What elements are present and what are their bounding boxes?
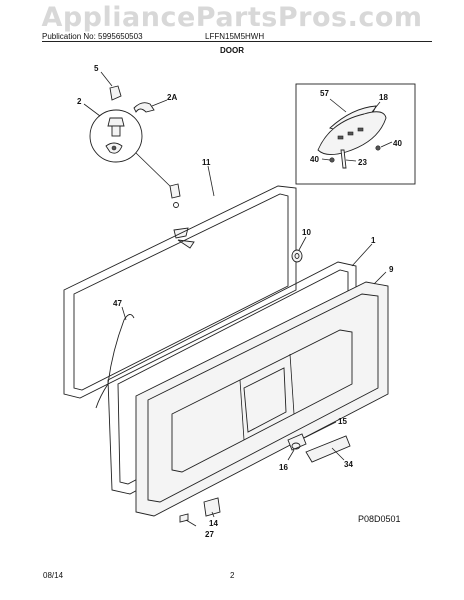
hinge-bottom-parts: [179, 497, 221, 527]
label-47: 47: [113, 299, 122, 308]
hinge-cap-5: [109, 85, 122, 101]
hinge-assembly: [83, 71, 195, 249]
inset-label-40-left: 40: [310, 155, 319, 164]
footer-date: 08/14: [43, 571, 64, 580]
diagram-reference-code: P08D0501: [358, 514, 401, 524]
lock-parts: [287, 421, 351, 463]
inset-label-57: 57: [320, 89, 329, 98]
label-15: 15: [338, 417, 347, 426]
label-11: 11: [202, 158, 211, 167]
label-9: 9: [389, 265, 394, 274]
label-16: 16: [279, 463, 288, 472]
part-34: [305, 435, 351, 463]
label-2a: 2A: [167, 93, 177, 102]
gasket-11: [63, 165, 297, 399]
screw-40-left: [329, 157, 335, 163]
label-14: 14: [209, 519, 218, 528]
clip-2a: [133, 102, 155, 113]
screw-40-right: [375, 145, 381, 151]
label-1: 1: [371, 236, 376, 245]
hinge-detail-circle: [89, 109, 143, 163]
inset-label-23: 23: [358, 158, 367, 167]
model-number: LFFN15M5HWH: [205, 32, 265, 41]
inset-label-18: 18: [379, 93, 388, 102]
page-number: 2: [230, 571, 235, 580]
pin-23: [340, 149, 347, 169]
publication-number: Publication No: 5995650503: [42, 32, 143, 41]
label-2: 2: [77, 97, 82, 106]
part-10-bushing: [291, 236, 307, 263]
section-title: DOOR: [220, 46, 244, 55]
header-rule: [42, 41, 432, 42]
part-15: [287, 433, 307, 451]
site-watermark: AppliancePartsPros.com: [41, 2, 423, 33]
handle-inset: [295, 83, 416, 185]
part-14: [203, 497, 221, 517]
label-10: 10: [302, 228, 311, 237]
inset-label-40-right: 40: [393, 139, 402, 148]
part-16: [291, 442, 301, 450]
label-5: 5: [94, 64, 99, 73]
cable-47: [95, 306, 135, 409]
label-34: 34: [344, 460, 353, 469]
label-27: 27: [205, 530, 214, 539]
door-panel-9: [135, 271, 389, 517]
